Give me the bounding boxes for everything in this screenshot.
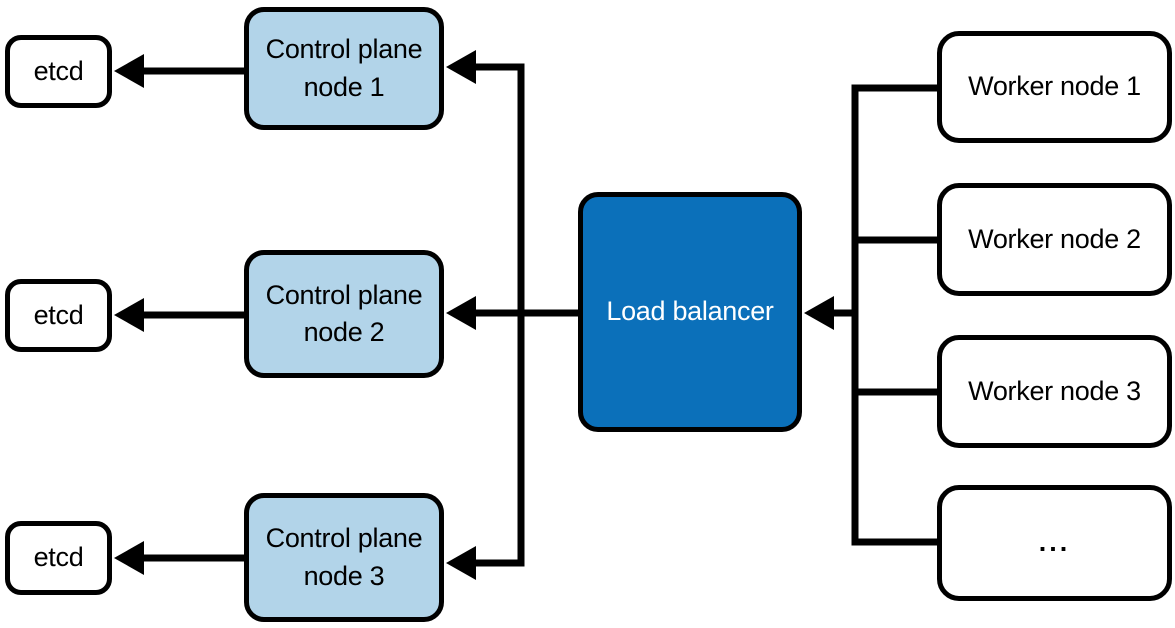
etcd-node-1: etcd [5,35,112,108]
etcd-node-3-label: etcd [33,542,84,573]
control-plane-node-3: Control plane node 3 [244,493,444,622]
arrowhead-cp3 [446,546,476,580]
control-plane-node-2: Control plane node 2 [244,250,444,378]
arrowhead-cp1 [446,50,476,84]
etcd-node-3: etcd [5,521,112,595]
arrowhead-etcd1 [114,54,144,88]
worker-node-3: Worker node 3 [937,335,1172,448]
worker-node-ellipsis: ... [937,485,1172,601]
load-balancer-label: Load balancer [606,296,774,327]
control-plane-node-1-label: Control plane node 1 [265,34,423,102]
arrowhead-lb [804,296,834,330]
control-plane-node-2-label: Control plane node 2 [265,279,423,347]
etcd-node-1-label: etcd [33,55,84,86]
worker-node-1: Worker node 1 [937,31,1172,143]
control-plane-node-3-label: Control plane node 3 [265,523,423,591]
arrowhead-cp2 [446,296,476,330]
worker-node-ellipsis-label: ... [1038,527,1071,558]
arrowhead-etcd2 [114,298,144,332]
arrowhead-etcd3 [114,541,144,575]
load-balancer: Load balancer [578,192,802,432]
worker-trunk [851,84,937,546]
worker-node-1-label: Worker node 1 [968,71,1141,102]
worker-node-2: Worker node 2 [937,183,1172,296]
worker-node-3-label: Worker node 3 [968,375,1141,406]
control-plane-node-1: Control plane node 1 [244,7,444,130]
worker-node-2-label: Worker node 2 [968,223,1141,254]
etcd-node-2: etcd [5,279,112,352]
etcd-node-2-label: etcd [33,299,84,330]
